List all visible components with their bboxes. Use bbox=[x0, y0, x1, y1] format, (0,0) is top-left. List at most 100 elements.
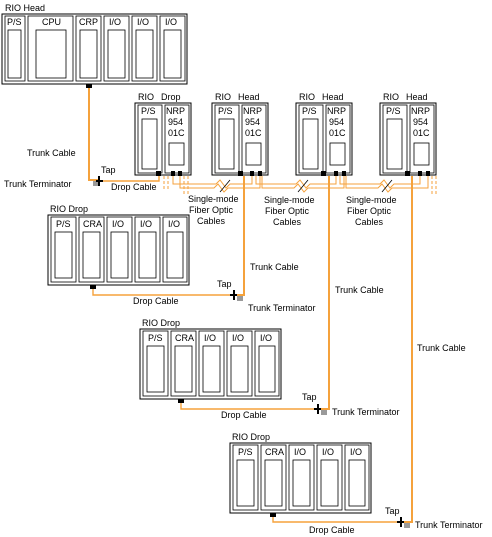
nrp-rack-2-nrp-slot bbox=[245, 142, 262, 166]
drop-rack-3-slot-4 bbox=[320, 459, 339, 507]
nrp-rack-4-ps-slot bbox=[386, 118, 403, 170]
fiber-label-1a: Single-mode bbox=[188, 194, 239, 204]
nrp-rack-3-nrp-line-2: 954 bbox=[329, 117, 344, 127]
nrp-rack-1-title-b: Drop bbox=[161, 92, 181, 102]
tap-3 bbox=[314, 404, 321, 414]
trunk-cable-4 bbox=[404, 176, 413, 523]
drop-rack-2-label-5: I/O bbox=[260, 333, 272, 343]
drop-rack-3-connector bbox=[270, 513, 276, 517]
drop-cable-label-2: Drop Cable bbox=[133, 296, 179, 306]
trunk-terminator-label-3: Trunk Terminator bbox=[332, 407, 400, 417]
fiber-2a bbox=[255, 176, 337, 189]
fiber-break-2 bbox=[297, 179, 309, 193]
drop-rack-3-label-4: I/O bbox=[322, 447, 334, 457]
trunk-cable-label-3: Trunk Cable bbox=[335, 285, 384, 295]
nrp-rack-1-conn-2 bbox=[171, 171, 175, 176]
nrp-rack-3: RIO Head P/S NRP 954 01C bbox=[295, 92, 353, 176]
fiber-label-2b: Fiber Optic bbox=[265, 206, 310, 216]
head-trunk-connector bbox=[86, 84, 92, 88]
nrp-rack-1-ps-label: P/S bbox=[141, 106, 156, 116]
nrp-rack-4-conn-3 bbox=[426, 171, 430, 176]
trunk-terminator-label-1: Trunk Terminator bbox=[4, 179, 72, 189]
fiber-1b bbox=[179, 176, 261, 193]
nrp-rack-2-nrp-line-3: 01C bbox=[245, 128, 262, 138]
nrp-rack-3-ps-label: P/S bbox=[302, 106, 317, 116]
drop-rack-3: RIO Drop P/S CRA I/O I/O I/O bbox=[229, 432, 372, 517]
nrp-rack-2-conn-2 bbox=[250, 171, 254, 176]
nrp-rack-4: RIO Head P/S NRP 954 01C bbox=[379, 92, 437, 176]
drop-cable-2 bbox=[92, 289, 230, 296]
trunk-terminator-3 bbox=[321, 410, 327, 415]
fiber-label-3b: Fiber Optic bbox=[347, 206, 392, 216]
nrp-rack-4-ps-label: P/S bbox=[386, 106, 401, 116]
drop-rack-2-label-3: I/O bbox=[204, 333, 216, 343]
fiber-optic-cables: Single-mode Fiber Optic Cables Single-mo… bbox=[163, 176, 437, 227]
nrp-rack-4-title-b: Head bbox=[406, 92, 428, 102]
head-module-cpu-label: CPU bbox=[42, 17, 61, 27]
drop-rack-3-title: RIO Drop bbox=[232, 432, 270, 442]
fiber-break-1 bbox=[219, 179, 231, 193]
tap-1 bbox=[96, 176, 103, 186]
nrp-rack-3-nrp-line-1: NRP bbox=[327, 106, 346, 116]
nrp-rack-2-title-b: Head bbox=[238, 92, 260, 102]
nrp-rack-1-nrp-line-2: 954 bbox=[168, 117, 183, 127]
nrp-rack-2-nrp-line-1: NRP bbox=[243, 106, 262, 116]
nrp-rack-2-ps-label: P/S bbox=[218, 106, 233, 116]
nrp-rack-1-ps-slot bbox=[141, 118, 158, 170]
nrp-rack-4-title-a: RIO bbox=[383, 92, 399, 102]
nrp-rack-3-ps-slot bbox=[302, 118, 319, 170]
drop-rack-3-label-2: CRA bbox=[265, 447, 284, 457]
fiber-label-1b: Fiber Optic bbox=[189, 205, 234, 215]
nrp-rack-4-conn-1 bbox=[405, 171, 410, 176]
drop-rack-3-slot-5 bbox=[348, 459, 366, 507]
nrp-rack-2-ps-slot bbox=[218, 118, 235, 170]
nrp-rack-4-nrp-line-3: 01C bbox=[413, 128, 430, 138]
drop-rack-3-slot-1 bbox=[236, 459, 255, 507]
tap-label-1: Tap bbox=[101, 165, 116, 175]
drop-rack-2-slot-5 bbox=[258, 345, 276, 393]
nrp-rack-4-nrp-slot bbox=[413, 142, 430, 166]
drop-rack-1-label-4: I/O bbox=[140, 219, 152, 229]
nrp-rack-1-title-a: RIO bbox=[138, 92, 154, 102]
fiber-3a bbox=[339, 176, 421, 189]
head-module-io-2-label: I/O bbox=[137, 17, 149, 27]
head-slot-6 bbox=[163, 29, 182, 79]
drop-rack-3-slot-3 bbox=[292, 459, 311, 507]
tap-4 bbox=[397, 517, 404, 527]
drop-rack-2-slot-2 bbox=[174, 345, 193, 393]
nrp-rack-3-title-a: RIO bbox=[299, 92, 315, 102]
head-rack-title: RIO Head bbox=[5, 3, 45, 13]
head-module-io-3-label: I/O bbox=[165, 17, 177, 27]
head-module-crp-label: CRP bbox=[79, 17, 98, 27]
drop-rack-1-connector bbox=[90, 285, 96, 289]
drop-rack-2-label-1: P/S bbox=[148, 333, 163, 343]
trunk-cable-label-4: Trunk Cable bbox=[417, 343, 466, 353]
nrp-rack-4-conn-2 bbox=[418, 171, 422, 176]
head-trunk-cable bbox=[88, 88, 98, 181]
fiber-label-3a: Single-mode bbox=[346, 195, 397, 205]
drop-rack-1-title: RIO Drop bbox=[50, 204, 88, 214]
trunk-cable-label-1: Trunk Cable bbox=[27, 148, 76, 158]
drop-rack-1-slot-5 bbox=[166, 231, 184, 279]
nrp-rack-3-title-b: Head bbox=[322, 92, 344, 102]
trunk-terminator-label-2: Trunk Terminator bbox=[248, 303, 316, 313]
head-slot-3 bbox=[79, 29, 98, 79]
head-slot-5 bbox=[135, 29, 154, 79]
drop-cable-1 bbox=[103, 176, 160, 182]
nrp-rack-4-nrp-line-1: NRP bbox=[411, 106, 430, 116]
nrp-rack-2-title-a: RIO bbox=[215, 92, 231, 102]
head-module-io-1-label: I/O bbox=[109, 17, 121, 27]
nrp-rack-1-nrp-slot bbox=[168, 142, 185, 166]
trunk-cable-label-2: Trunk Cable bbox=[250, 262, 299, 272]
drop-rack-3-label-5: I/O bbox=[350, 447, 362, 457]
nrp-rack-2-nrp-line-2: 954 bbox=[245, 117, 260, 127]
drop-rack-3-label-3: I/O bbox=[294, 447, 306, 457]
drop-cable-label-1: Drop Cable bbox=[111, 182, 157, 192]
nrp-rack-3-nrp-line-3: 01C bbox=[329, 128, 346, 138]
trunk-terminator-4 bbox=[404, 523, 410, 528]
nrp-rack-1-conn-1 bbox=[156, 171, 161, 176]
trunk-terminator-label-4: Trunk Terminator bbox=[415, 520, 483, 530]
drop-rack-1-label-5: I/O bbox=[168, 219, 180, 229]
nrp-rack-3-nrp-slot bbox=[329, 142, 346, 166]
